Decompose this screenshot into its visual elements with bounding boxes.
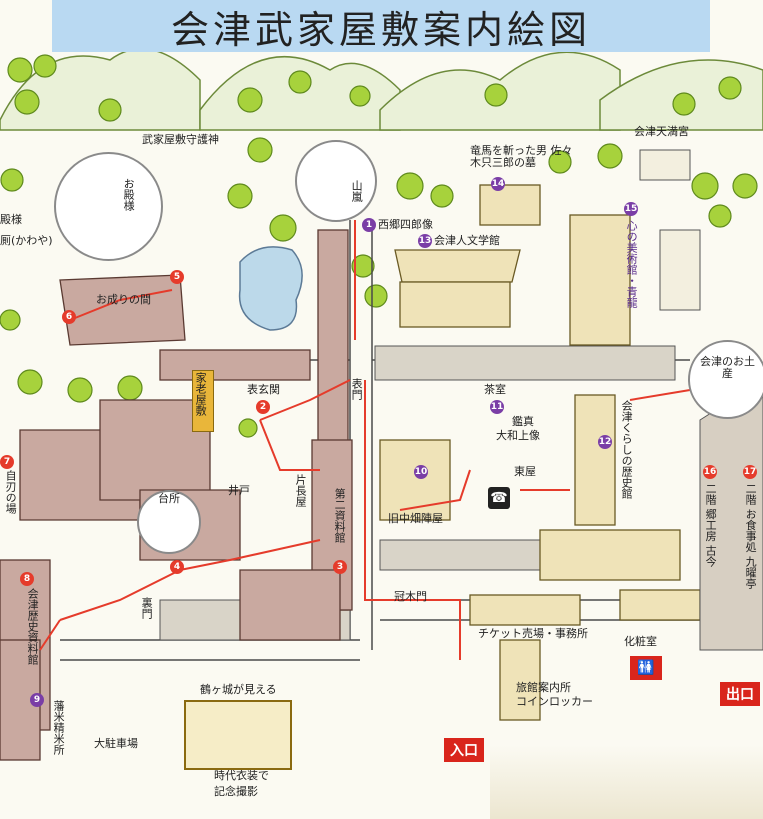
spot-marker-16[interactable]: 16 bbox=[703, 465, 717, 479]
label-tonosama-left: 殿様 bbox=[0, 213, 22, 226]
tenmangu-shrine bbox=[639, 149, 701, 311]
tree-icon bbox=[0, 54, 758, 438]
label-karo: 家老屋敷 bbox=[194, 372, 208, 416]
right-buildings bbox=[379, 184, 701, 721]
spot-marker-5[interactable]: 5 bbox=[170, 270, 184, 284]
samurai-procession bbox=[490, 745, 763, 819]
map-title: 会津武家屋敷案内絵図 bbox=[170, 7, 591, 52]
label-jijin: 自刃の場 bbox=[4, 470, 18, 514]
label-tenmangu: 会津天満宮 bbox=[634, 125, 689, 138]
label-yamato: 大和上像 bbox=[496, 429, 540, 442]
label-rekishi-shiryokan: 会津歴史資料館 bbox=[26, 588, 40, 665]
sanran-bubble bbox=[295, 140, 377, 222]
spot-marker-8[interactable]: 8 bbox=[20, 572, 34, 586]
phone-icon: ☎ bbox=[488, 487, 510, 509]
spot-marker-4[interactable]: 4 bbox=[170, 560, 184, 574]
label-keshoshitsu: 化粧室 bbox=[624, 635, 657, 648]
entrance-sign[interactable]: 入口 bbox=[444, 738, 484, 762]
label-tsurugajo: 鶴ヶ城が見える bbox=[200, 683, 277, 696]
label-hanmai: 藩米精米所 bbox=[52, 700, 66, 755]
label-seiryu: 心の美術館・青龍 bbox=[625, 220, 639, 308]
label-omotemon: 表門 bbox=[350, 378, 364, 400]
spot-marker-10[interactable]: 10 bbox=[414, 465, 428, 479]
tour-route bbox=[39, 220, 691, 660]
tonosama-bubble bbox=[54, 152, 163, 261]
spot-marker-9[interactable]: 9 bbox=[30, 693, 44, 707]
exit-sign[interactable]: 出口 bbox=[720, 682, 760, 706]
label-sanran: 山嵐 bbox=[350, 180, 364, 202]
photo-spot bbox=[184, 700, 292, 770]
label-jidai2: 記念撮影 bbox=[214, 785, 258, 798]
label-nakahata: 旧中畑陣屋 bbox=[388, 512, 443, 525]
main-residence bbox=[0, 229, 353, 761]
label-ticket: チケット売場・事務所 bbox=[478, 627, 588, 640]
pond bbox=[238, 246, 303, 331]
title-banner: 会津武家屋敷案内絵図 bbox=[52, 0, 710, 52]
spot-marker-13[interactable]: 13 bbox=[418, 234, 432, 248]
label-chashitsu: 茶室 bbox=[484, 383, 506, 396]
label-uramon: 裏門 bbox=[140, 597, 154, 619]
label-jinbun: 会津人文学館 bbox=[434, 234, 500, 247]
label-shugojin: 武家屋敷守護神 bbox=[142, 133, 219, 146]
spot-marker-3[interactable]: 3 bbox=[333, 560, 347, 574]
spot-marker-6[interactable]: 6 bbox=[62, 310, 76, 324]
label-sasaki: 竜馬を斬った男 佐々木只三郎の墓 bbox=[470, 144, 573, 170]
spot-marker-2[interactable]: 2 bbox=[256, 400, 270, 414]
daidokoro-bubble bbox=[137, 490, 201, 554]
label-omotegenkan: 表玄関 bbox=[247, 383, 280, 396]
spot-marker-12[interactable]: 12 bbox=[598, 435, 612, 449]
label-saigo: 西郷四郎像 bbox=[378, 218, 433, 231]
label-kokon: 二階 郷工房 古今 bbox=[704, 483, 718, 567]
spot-marker-17[interactable]: 17 bbox=[743, 465, 757, 479]
label-ido: 井戸 bbox=[228, 484, 250, 497]
spot-marker-15[interactable]: 15 bbox=[624, 202, 638, 216]
spot-marker-1[interactable]: 1 bbox=[362, 218, 376, 232]
label-omiyage: 会津のお土産 bbox=[700, 355, 755, 381]
label-kagami: 鑑真 bbox=[512, 415, 534, 428]
spot-marker-14[interactable]: 14 bbox=[491, 177, 505, 191]
label-kuyotei: 二階 お食事処 九曜亭 bbox=[744, 483, 758, 589]
label-daidokoro: 台所 bbox=[158, 492, 180, 505]
omiyage-bubble bbox=[688, 340, 763, 419]
label-ryokan: 旅館案内所 bbox=[516, 681, 571, 694]
label-kurashi: 会津くらしの歴史館 bbox=[620, 400, 634, 499]
label-kawaya: 厠(かわや) bbox=[0, 234, 53, 247]
label-azumaya: 東屋 bbox=[514, 465, 536, 478]
label-onari: お成りの間 bbox=[96, 293, 151, 306]
restroom-icon: 🚻 bbox=[630, 656, 662, 680]
spot-marker-7[interactable]: 7 bbox=[0, 455, 14, 469]
label-dai2-shiryokan: 第二資料館 bbox=[333, 488, 347, 543]
karo-yashiki-box bbox=[192, 370, 214, 432]
label-coinlocker: コインロッカー bbox=[516, 695, 593, 708]
label-jidai1: 時代衣装で bbox=[214, 769, 269, 782]
label-tonosama: お殿様 bbox=[122, 178, 136, 211]
spot-marker-11[interactable]: 11 bbox=[490, 400, 504, 414]
label-katanagaya: 片長屋 bbox=[294, 474, 308, 507]
label-parking: 大駐車場 bbox=[94, 737, 138, 750]
label-kabukimon: 冠木門 bbox=[394, 590, 427, 603]
